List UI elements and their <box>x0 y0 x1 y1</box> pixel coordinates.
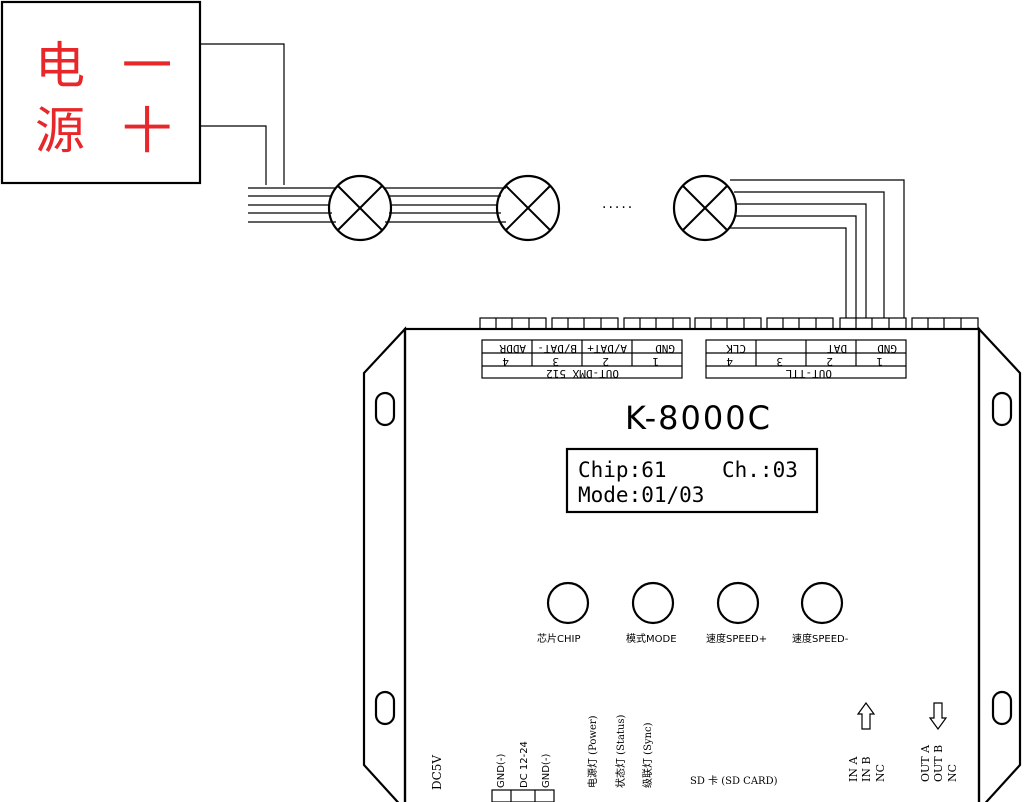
terminal-block-2 <box>551 317 619 330</box>
power-char-1: 电 <box>35 37 85 95</box>
dc-12-24-label: DC 12-24 <box>519 741 530 788</box>
terminal-block-1 <box>479 317 547 330</box>
ttl-block-title: OUT-TTL <box>785 367 832 380</box>
ttl-pin-table: GND DAT CLK 1 2 3 4 OUT-TTL <box>705 339 907 380</box>
left-mount-hole-bottom <box>374 690 396 726</box>
bus-wires <box>248 187 506 223</box>
in-b-label: IN B <box>860 756 873 782</box>
chip-button[interactable]: 芯片CHIP <box>537 581 590 645</box>
gnd-label-1: GND(-) <box>496 754 507 788</box>
ttl-num-4: 4 <box>726 355 733 368</box>
minus-terminal-label: 一 <box>122 37 172 95</box>
dmx-pin-gnd: GND <box>655 342 675 355</box>
power-supply-box: 电 源 一 十 <box>0 0 202 185</box>
led-lamp-1 <box>327 174 393 242</box>
speed-up-button[interactable]: 速度SPEED+ <box>706 581 767 645</box>
ttl-num-1: 1 <box>876 355 883 368</box>
out-a-label: OUT A <box>919 744 932 782</box>
sync-led-label: 级联灯 (Sync) <box>642 722 654 788</box>
ttl-pin-dat: DAT <box>827 342 847 355</box>
arrow-down-icon <box>928 702 948 731</box>
gnd-label-2: GND(-) <box>541 754 552 788</box>
ttl-output-wires <box>730 179 905 318</box>
dmx-pin-table: GND A/DAT+ B/DAT- ADDR 1 2 3 4 OUT-DMX 5… <box>481 339 683 380</box>
sd-card-label: SD 卡 (SD CARD) <box>690 774 778 787</box>
ttl-pin-clk: CLK <box>726 342 746 355</box>
bottom-labels: DC5V GND(-) DC 12-24 GND(-) 电源灯 (Power) … <box>430 714 959 790</box>
ellipsis-more-lamps: ..... <box>602 196 634 212</box>
in-nc-label: NC <box>874 764 887 782</box>
ttl-pin-gnd: GND <box>877 342 897 355</box>
lcd-chip-readout: Chip:61 <box>578 458 667 482</box>
speed-down-button-label: 速度SPEED- <box>792 632 849 645</box>
mode-button-label: 模式MODE <box>626 632 677 645</box>
dmx-pin-a-dat-plus: A/DAT+ <box>587 342 627 355</box>
ttl-num-2: 2 <box>826 355 833 368</box>
top-terminal-connectors <box>479 317 979 330</box>
power-led-label: 电源灯 (Power) <box>586 715 599 788</box>
model-title: K-8000C <box>625 399 772 437</box>
plus-terminal-label: 十 <box>122 102 172 160</box>
left-mount-hole-top <box>374 391 396 427</box>
dmx-pin-b-dat-minus: B/DAT- <box>537 342 577 355</box>
dmx-num-2: 2 <box>602 355 609 368</box>
speed-down-button[interactable]: 速度SPEED- <box>792 581 849 645</box>
led-lamp-3 <box>672 174 738 242</box>
power-wires <box>200 43 285 185</box>
in-a-label: IN A <box>847 756 860 782</box>
right-mount-hole-bottom <box>991 690 1013 726</box>
dmx-num-4: 4 <box>502 355 509 368</box>
terminal-block-6 <box>839 317 907 330</box>
dmx-block-title: OUT-DMX 512 <box>546 367 619 380</box>
bottom-power-connector <box>491 789 555 802</box>
power-char-2: 源 <box>35 102 85 160</box>
dc5v-label: DC5V <box>430 755 444 790</box>
terminal-block-5 <box>766 317 834 330</box>
status-led-label: 状态灯 (Status) <box>614 714 627 788</box>
mode-button[interactable]: 模式MODE <box>626 581 677 645</box>
terminal-block-4 <box>694 317 762 330</box>
dmx-num-1: 1 <box>652 355 659 368</box>
controller-body <box>362 326 1022 802</box>
lcd-display: Chip:61 Ch.:03 Mode:01/03 <box>565 447 819 514</box>
dmx-pin-addr: ADDR <box>499 342 526 355</box>
right-mount-hole-top <box>991 391 1013 427</box>
chip-button-label: 芯片CHIP <box>537 632 580 645</box>
lcd-mode-readout: Mode:01/03 <box>578 483 704 507</box>
speed-up-button-label: 速度SPEED+ <box>706 632 767 645</box>
terminal-block-3 <box>623 317 691 330</box>
led-lamp-2 <box>495 174 561 242</box>
out-nc-label: NC <box>946 764 959 782</box>
lcd-channel-readout: Ch.:03 <box>722 458 798 482</box>
out-b-label: OUT B <box>932 745 945 782</box>
ttl-num-3: 3 <box>776 355 783 368</box>
terminal-block-7 <box>911 317 979 330</box>
arrow-up-icon <box>856 701 876 730</box>
dmx-num-3: 3 <box>552 355 559 368</box>
